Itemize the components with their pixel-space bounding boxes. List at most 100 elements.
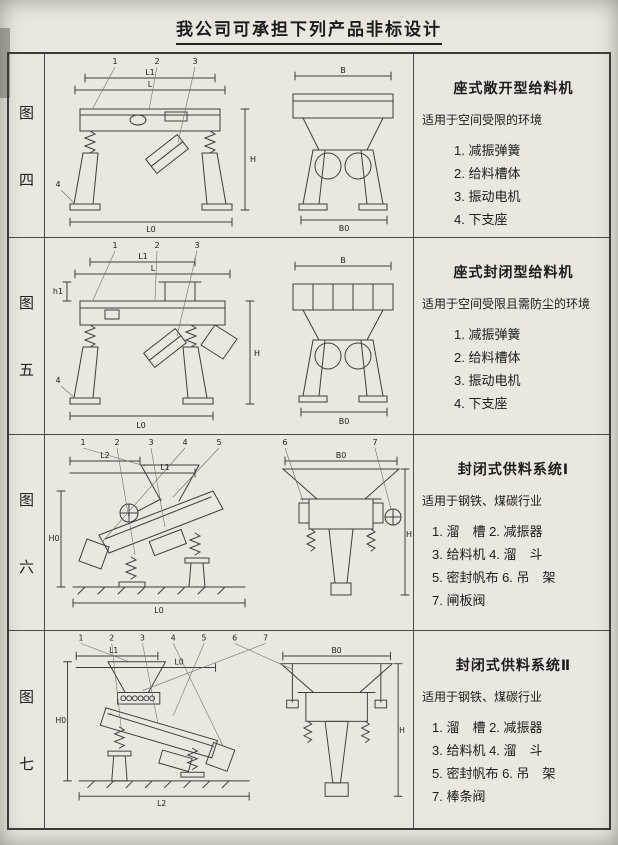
dim-label: B0 (332, 646, 342, 655)
product-subtitle: 适用于空间受限且需防尘的环境 (422, 297, 591, 311)
part-item: 5. 密封帆布 6. 吊 架 (432, 570, 556, 585)
callout-label: 6 (282, 438, 287, 447)
figure-label-char: 图 (18, 104, 34, 122)
part-item: 2. 给料槽体 (454, 350, 521, 365)
dim-label: L0 (136, 421, 146, 430)
figure-5-description: 座式封闭型给料机 适用于空间受限且需防尘的环境 1. 减振弹簧 2. 给料槽体 … (413, 238, 609, 434)
callout-label: 1 (79, 634, 84, 643)
callout-label: 3 (192, 57, 197, 66)
dim-label: H (399, 726, 405, 735)
dim-label: L1 (138, 252, 148, 261)
dim-label: L0 (174, 658, 183, 667)
figure-6-description: 封闭式供料系统Ⅰ 适用于钢铁、煤碳行业 1. 溜 槽 2. 减振器 3. 给料机… (413, 435, 609, 630)
callout-label: 3 (148, 438, 153, 447)
callout-label: 1 (112, 241, 117, 250)
figure-label-char: 七 (18, 755, 34, 773)
page-title: 我公司可承担下列产品非标设计 (176, 15, 442, 45)
dim-label: L0 (146, 225, 156, 234)
product-title: 封闭式供料系统Ⅱ (455, 657, 572, 673)
callout-label: 6 (232, 634, 237, 643)
callout-label: 5 (202, 634, 207, 643)
figure-5-drawing: 1 2 3 4 L1 L h1 L0 H B B0 (45, 238, 413, 434)
dim-label: L (148, 80, 153, 89)
parts-list: 1. 减振弹簧 2. 给料槽体 3. 振动电机 4. 下支座 (422, 323, 605, 415)
callout-label: 5 (216, 438, 221, 447)
callout-label: 4 (55, 180, 60, 189)
part-item: 3. 给料机 4. 溜 斗 (432, 743, 543, 758)
dim-label: L1 (160, 463, 170, 472)
dim-label: H0 (56, 716, 67, 725)
dim-label: H0 (48, 534, 59, 543)
dim-label: L2 (100, 451, 110, 460)
dim-label: B (340, 66, 346, 75)
parts-list: 1. 溜 槽 2. 减振器 3. 给料机 4. 溜 斗 5. 密封帆布 6. 吊… (422, 716, 605, 808)
dim-label: L1 (145, 68, 155, 77)
dim-label: L0 (154, 606, 164, 615)
figure-label-char: 六 (18, 558, 34, 576)
product-title: 座式封闭型给料机 (453, 264, 574, 280)
figure-row-4: 图 四 (9, 54, 609, 237)
dim-label: H (254, 349, 260, 358)
part-item: 1. 减振弹簧 (454, 143, 521, 158)
figure-label-char: 四 (18, 171, 34, 189)
figure-6-technical-drawing: 1 2 3 4 5 6 7 L2 L1 H0 L0 B0 H (48, 438, 412, 615)
product-table: 图 四 (7, 52, 611, 830)
part-item: 2. 给料槽体 (454, 166, 521, 181)
part-item: 4. 下支座 (454, 212, 508, 227)
part-item: 5. 密封帆布 6. 吊 架 (432, 766, 556, 781)
dim-label: H (250, 155, 256, 164)
callout-label: 3 (194, 241, 199, 250)
figure-7-description: 封闭式供料系统Ⅱ 适用于钢铁、煤碳行业 1. 溜 槽 2. 减振器 3. 给料机… (413, 631, 609, 828)
figure-label-char: 五 (18, 362, 34, 379)
figure-label-char: 图 (18, 688, 34, 706)
figure-7-drawing: 1 2 3 4 5 6 7 L1 L0 H0 L2 B0 H (45, 631, 413, 828)
figure-7-technical-drawing: 1 2 3 4 5 6 7 L1 L0 H0 L2 B0 H (56, 634, 406, 808)
dim-label: H (406, 530, 412, 539)
callout-label: 4 (171, 634, 176, 643)
dim-label: L1 (109, 646, 118, 655)
figure-label-7: 图 七 (9, 631, 45, 828)
callout-label: 7 (263, 634, 268, 643)
product-subtitle: 适用于钢铁、煤碳行业 (422, 690, 543, 704)
callout-label: 4 (182, 438, 187, 447)
dim-label: B0 (336, 451, 347, 460)
part-item: 7. 闸板阀 (432, 593, 486, 608)
callout-label: 7 (372, 438, 377, 447)
figure-6-drawing: 1 2 3 4 5 6 7 L2 L1 H0 L0 B0 H (45, 435, 413, 630)
dim-label: L2 (157, 799, 166, 808)
figure-label-5: 图 五 (9, 238, 45, 434)
figure-5-technical-drawing: 1 2 3 4 L1 L h1 L0 H B B0 (53, 241, 394, 430)
figure-row-5: 图 五 (9, 237, 609, 434)
callout-label: 3 (140, 634, 145, 643)
figure-label-4: 图 四 (9, 54, 45, 237)
product-title: 封闭式供料系统Ⅰ (457, 461, 570, 477)
product-subtitle: 适用于空间受限的环境 (422, 113, 543, 127)
page-header: 我公司可承担下列产品非标设计 (0, 0, 618, 45)
figure-4-drawing: 1 2 3 4 L1 L L0 H B B0 (45, 54, 413, 237)
callout-label: 1 (80, 438, 85, 447)
dim-label: B0 (339, 417, 350, 426)
part-item: 4. 下支座 (454, 396, 508, 411)
dim-label: h1 (53, 287, 63, 296)
part-item: 1. 溜 槽 2. 减振器 (432, 720, 543, 735)
part-item: 3. 振动电机 (454, 373, 521, 388)
callout-label: 2 (109, 634, 114, 643)
callout-label: 2 (154, 241, 159, 250)
product-subtitle: 适用于钢铁、煤碳行业 (422, 494, 543, 508)
figure-4-description: 座式敞开型给料机 适用于空间受限的环境 1. 减振弹簧 2. 给料槽体 3. 振… (413, 54, 609, 237)
callout-label: 2 (114, 438, 119, 447)
figure-label-char: 图 (18, 491, 34, 509)
figure-row-7: 图 七 (9, 630, 609, 828)
part-item: 1. 溜 槽 2. 减振器 (432, 524, 543, 539)
part-item: 7. 棒条阀 (432, 789, 486, 804)
part-item: 1. 减振弹簧 (454, 327, 521, 342)
figure-label-6: 图 六 (9, 435, 45, 630)
product-title: 座式敞开型给料机 (453, 80, 574, 96)
dim-label: B0 (339, 224, 350, 233)
parts-list: 1. 溜 槽 2. 减振器 3. 给料机 4. 溜 斗 5. 密封帆布 6. 吊… (422, 520, 605, 612)
callout-label: 2 (154, 57, 159, 66)
part-item: 3. 振动电机 (454, 189, 521, 204)
figure-label-char: 图 (18, 295, 34, 312)
callout-label: 4 (55, 376, 60, 385)
